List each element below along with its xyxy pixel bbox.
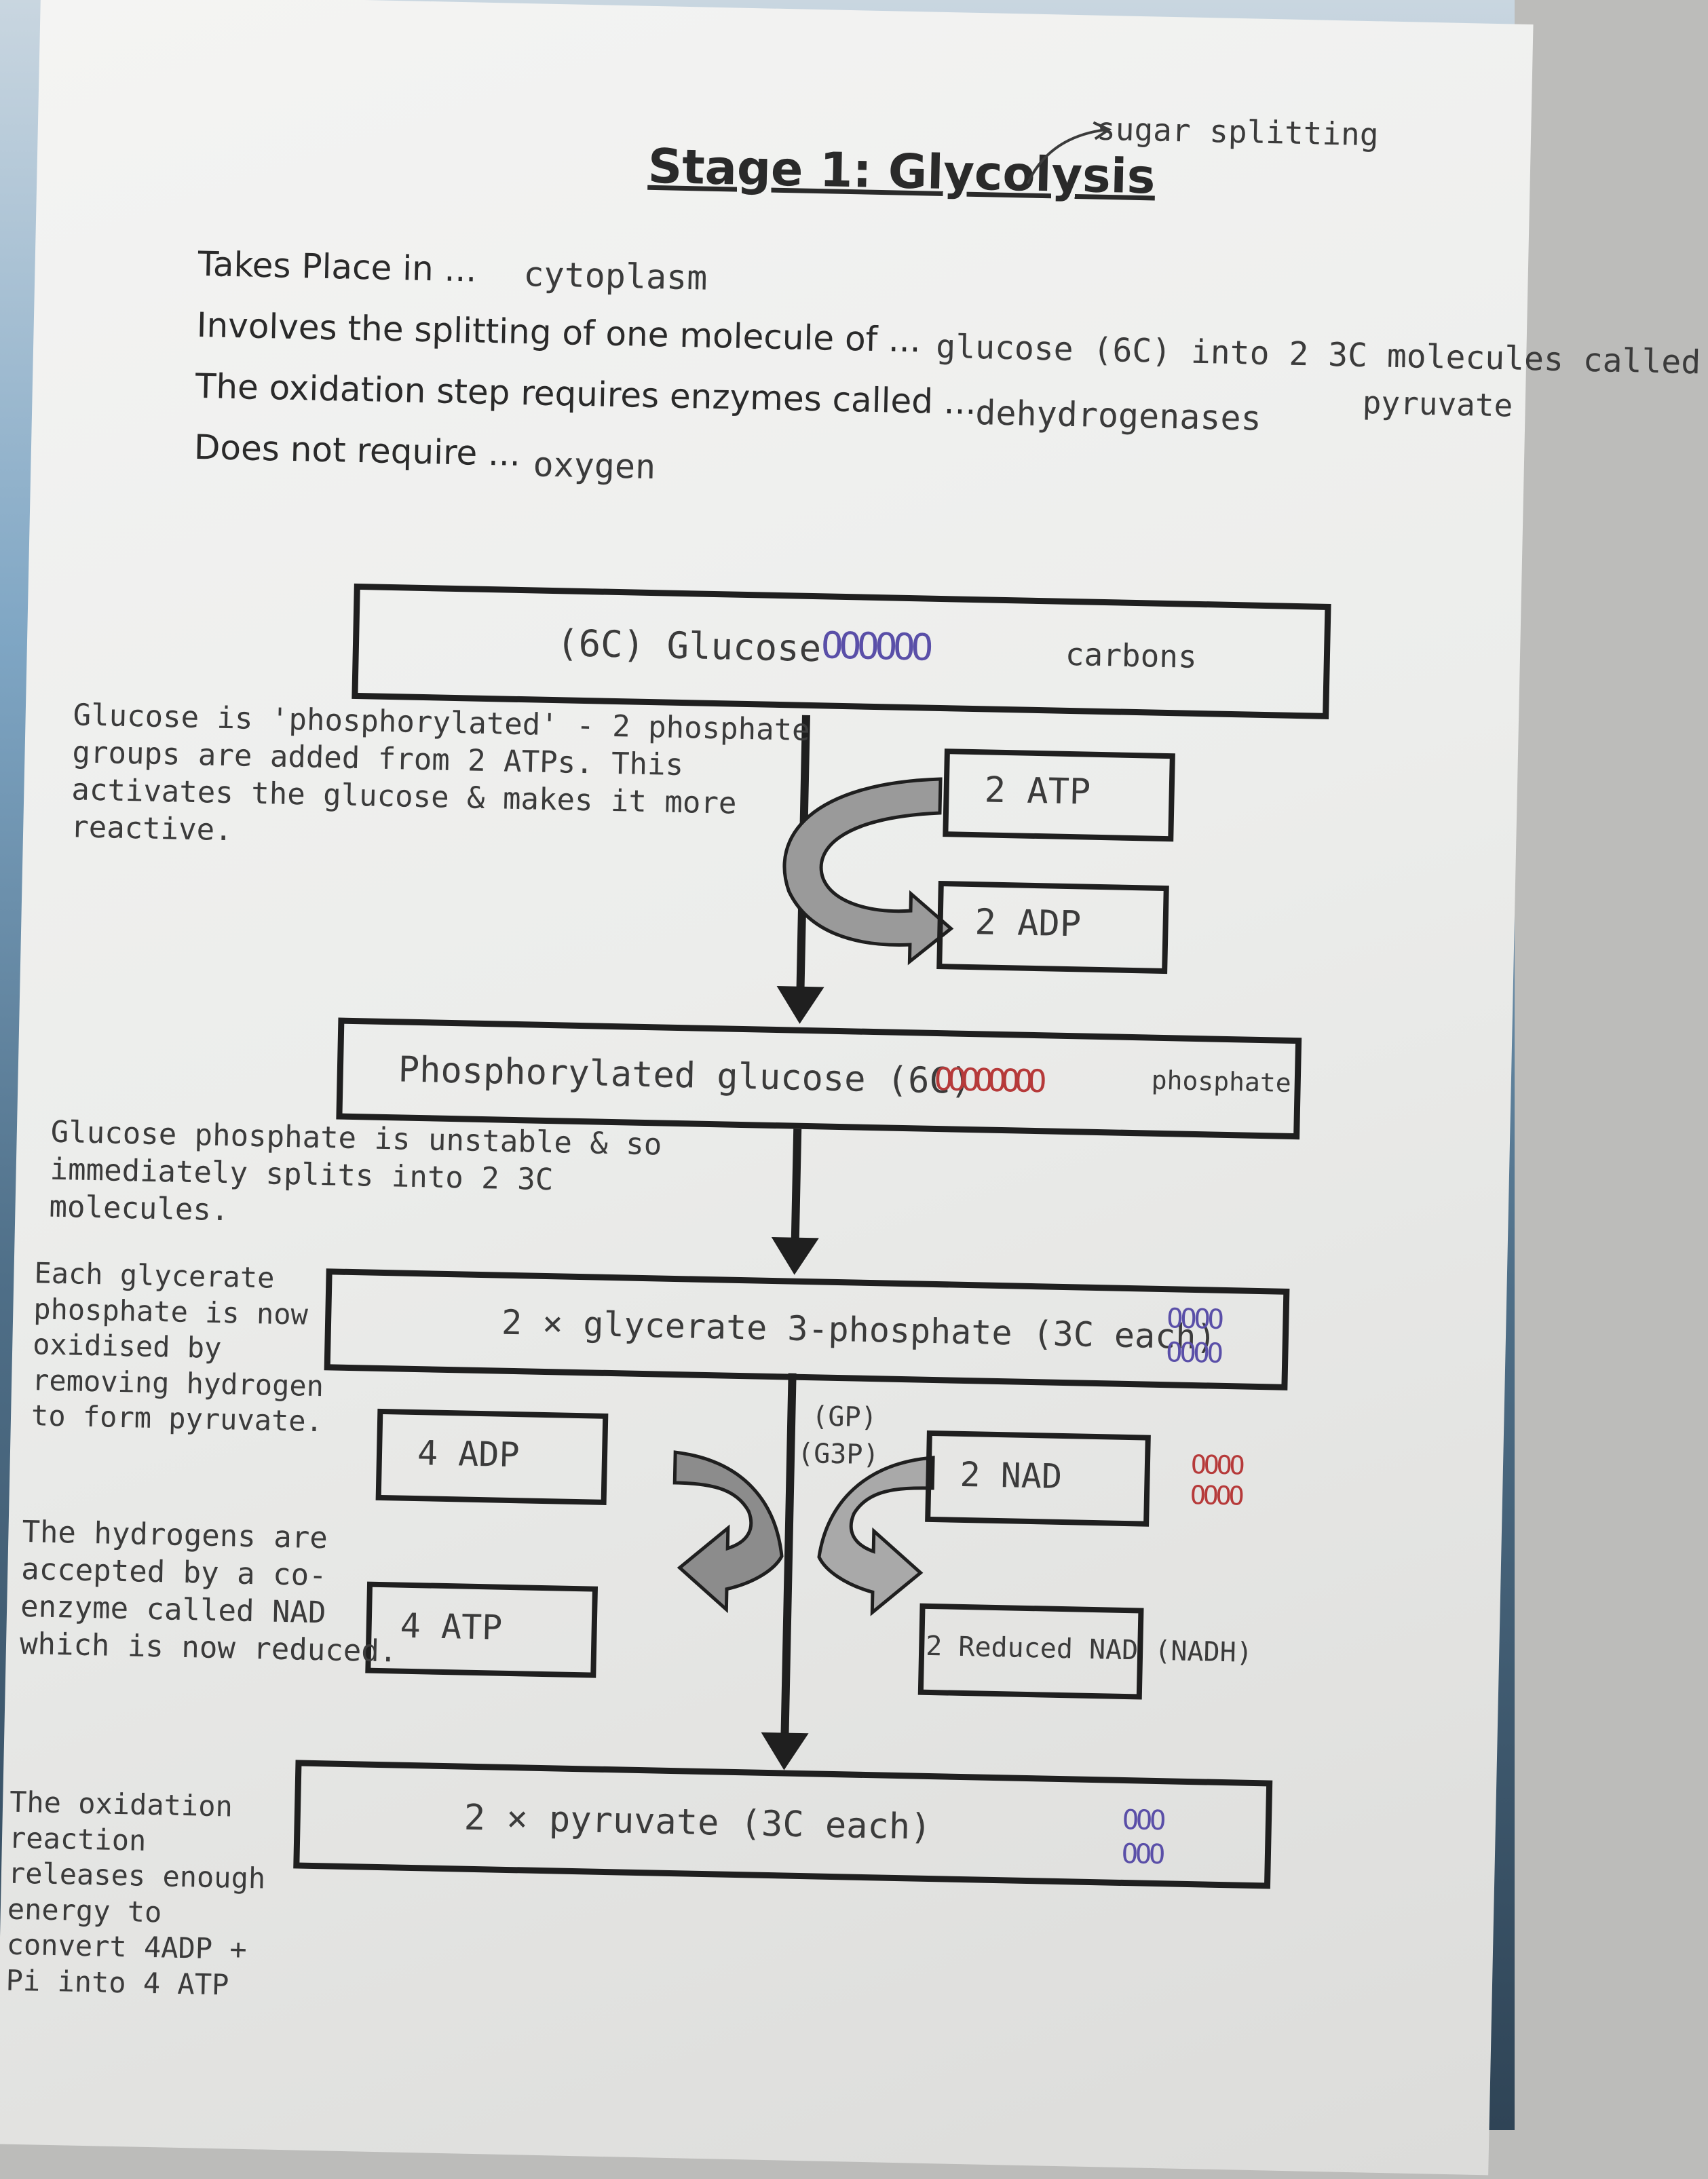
carbons-annotation: carbons xyxy=(1065,635,1198,675)
title-annotation-arrow xyxy=(1026,121,1112,185)
nad-right-label: 2 NAD xyxy=(959,1454,1063,1496)
nad-circles-bottom: OOOO xyxy=(1190,1479,1242,1511)
glucose-label: (6C) Glucose xyxy=(556,622,822,670)
atp-left-label: 4 ATP xyxy=(400,1606,503,1648)
note-nad: The hydrogens are accepted by a co-enzym… xyxy=(19,1514,398,1669)
g3p-label: (G3P) xyxy=(797,1437,880,1471)
glucose-carbon-circles: OOOOOO xyxy=(820,624,930,669)
atp-input-label: 2 ATP xyxy=(984,770,1091,813)
adp-left-label: 4 ADP xyxy=(417,1433,520,1475)
pyruvate-circles-top: OOO xyxy=(1122,1804,1164,1837)
glycerate-circles-top: OOOO xyxy=(1166,1303,1222,1335)
pyruvate-circles-bottom: OOO xyxy=(1121,1838,1163,1871)
glycerate-circles-bottom: OOOO xyxy=(1165,1337,1221,1369)
note-phosphorylation: Glucose is 'phosphorylated' - 2 phosphat… xyxy=(70,698,811,848)
phosphorylated-glucose-circles: OOOOOOOO xyxy=(934,1060,1042,1100)
gp-label: (GP) xyxy=(811,1401,878,1434)
nad-circles-top: OOOO xyxy=(1190,1449,1242,1481)
note-oxidation: Each glycerate phosphate is now oxidised… xyxy=(31,1256,324,1439)
phosphate-annotation: phosphate xyxy=(1151,1065,1292,1098)
adp-output-label: 2 ADP xyxy=(974,902,1082,945)
note-energy: The oxidation reaction releases enough e… xyxy=(5,1785,266,2001)
flow-arrows xyxy=(672,715,954,1770)
note-splitting: Glucose phosphate is unstable & so immed… xyxy=(49,1114,662,1228)
